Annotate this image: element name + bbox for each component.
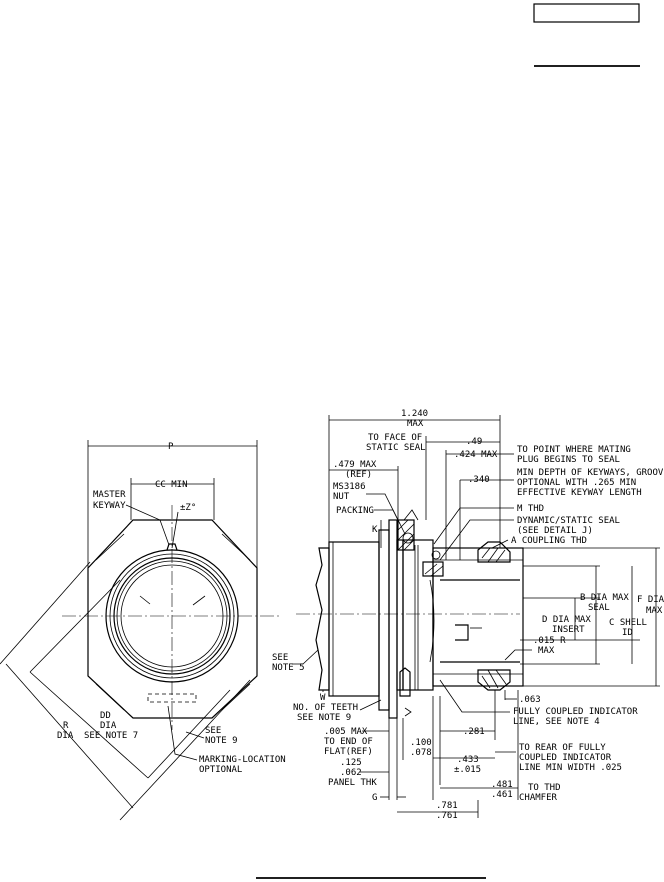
coupling-sleeve [432,547,524,687]
d781-label: .781.761 [436,801,458,821]
cc-min-label: CC MIN [155,480,188,490]
z-label: ±Z° [180,503,196,513]
packing-hatch [397,519,415,551]
w-label: W [320,693,326,703]
flange-outline [87,519,258,719]
dynamic-seal [422,550,444,577]
g-label: G [372,793,377,803]
rear-body [328,541,380,697]
m-thd-label: M THD [517,504,544,514]
d481-label: .481.461 [491,780,513,800]
dyn-seal-label: DYNAMIC/STATIC SEAL(SEE DETAIL J) [517,516,620,536]
d063-label: .063 [519,695,541,705]
a-thd-label: A COUPLING THD [511,536,587,546]
p-label: P [168,442,174,452]
packing-label: PACKING [336,506,374,516]
d100-label: .100.078 [410,738,432,758]
d479-label: .479 MAX(REF) [333,460,377,480]
title-box [533,3,640,23]
d49-label: .49 [466,437,482,447]
d340-label: .340 [468,475,490,485]
r-dim-line [5,663,134,809]
coupling-thread-bottom [477,669,511,691]
d424-label: .424 MAX [454,450,498,460]
d281-label: .281 [463,727,485,737]
nut [378,529,390,711]
panel [388,519,398,719]
coupling-thread-top [477,541,511,563]
d433-label: .433±.015 [454,755,481,775]
dd-dim-line [29,671,149,779]
k-label: K [372,525,378,535]
